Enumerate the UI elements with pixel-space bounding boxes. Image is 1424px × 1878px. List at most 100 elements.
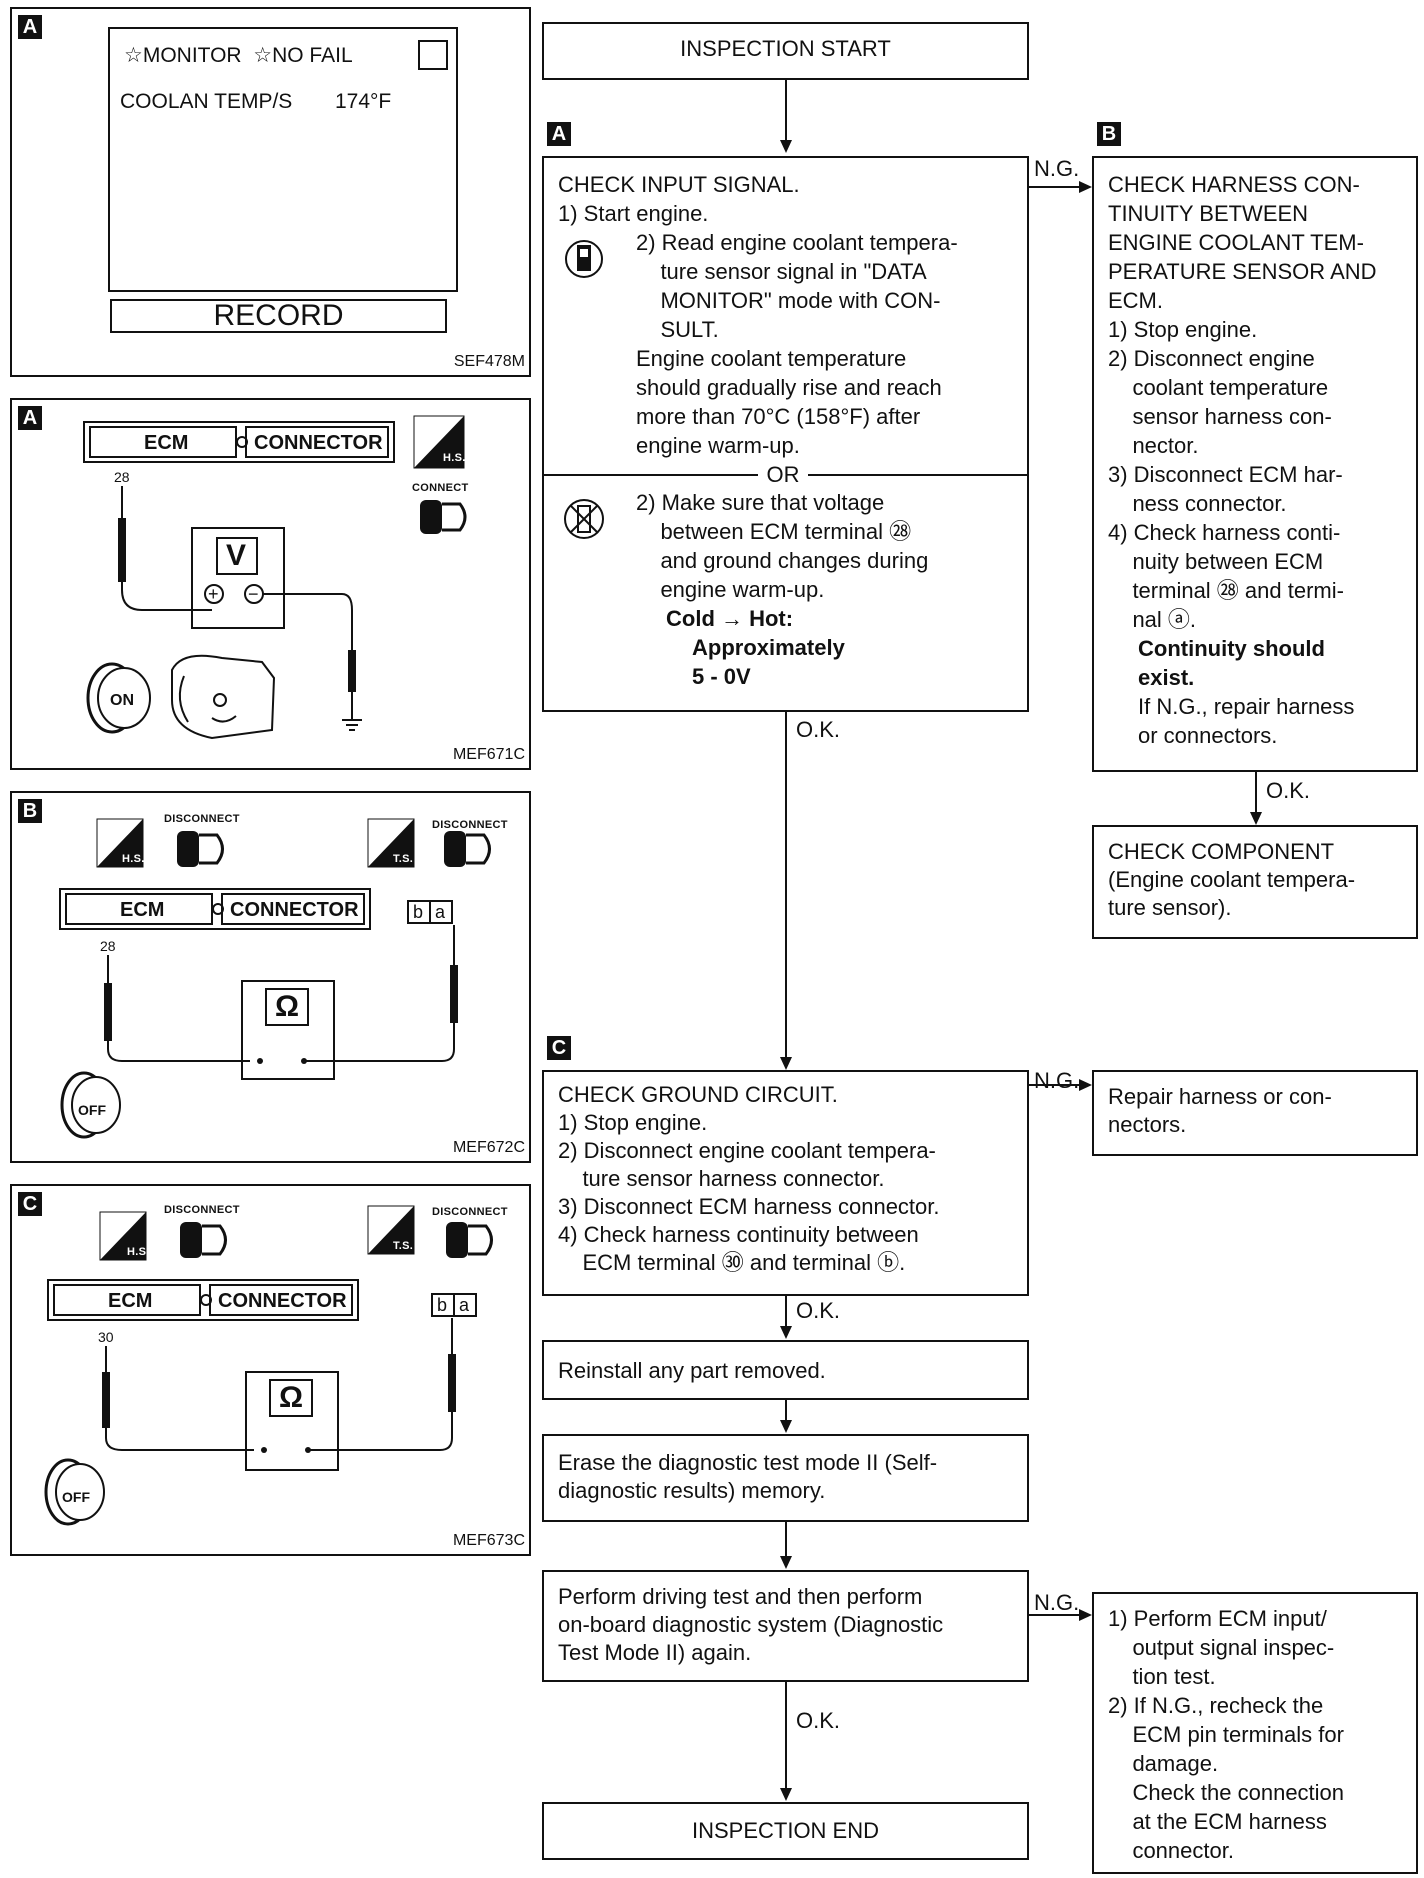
hs-label: H.S	[127, 1246, 147, 1258]
figure-code: MEF673C	[452, 1532, 525, 1549]
or-divider-right	[808, 474, 1027, 476]
arrow-down	[1250, 812, 1262, 825]
terminal-number: 30	[98, 1329, 114, 1345]
panel-tag-a: A	[18, 15, 42, 39]
or-label: OR	[766, 462, 800, 487]
arrow-down	[780, 1057, 792, 1070]
record-button[interactable]: RECORD	[110, 299, 447, 333]
reinstall-label: Reinstall any part removed.	[558, 1358, 826, 1383]
check-input-alt-line: 2) Make sure that voltage	[636, 490, 885, 515]
disconnect-label: DISCONNECT	[432, 819, 508, 831]
ohmmeter-symbol: Ω	[275, 990, 300, 1023]
check-input-result-line: engine warm-up.	[636, 433, 800, 458]
ecm-check-line: output signal inspec-	[1108, 1635, 1335, 1660]
harness-repair-line: If N.G., repair harness	[1138, 694, 1355, 719]
harness-line: ness connector.	[1108, 491, 1287, 516]
harness-line: nuity between ECM	[1108, 549, 1324, 574]
ecm-check-line: 1) Perform ECM input/	[1108, 1606, 1327, 1631]
repair-line: Repair harness or con-	[1108, 1084, 1332, 1109]
erase-line: Erase the diagnostic test mode II (Self-	[558, 1450, 938, 1475]
perform-line: Test Mode II) again.	[558, 1640, 752, 1665]
check-input-title: CHECK INPUT SIGNAL.	[558, 172, 800, 197]
connector-label: CONNECTOR	[218, 1290, 347, 1312]
disconnect-label: DISCONNECT	[432, 1206, 508, 1218]
harness-line: PERATURE SENSOR AND	[1108, 259, 1377, 284]
repair-harness-box: Repair harness or con- nectors.	[1092, 1070, 1418, 1156]
harness-line: CHECK HARNESS CON-	[1108, 172, 1360, 197]
ng-label: N.G.	[1034, 1068, 1080, 1093]
ground-line: 1) Stop engine.	[558, 1110, 708, 1135]
checkbox-icon	[418, 40, 448, 70]
ground-diagram	[44, 1205, 493, 1526]
ok-label: O.K.	[1266, 778, 1311, 803]
ecm-check-line: ECM pin terminals for	[1108, 1722, 1344, 1747]
harness-line: terminal ㉘ and termi-	[1108, 578, 1344, 603]
harness-line: sensor harness con-	[1108, 404, 1332, 429]
harness-line: TINUITY BETWEEN	[1108, 201, 1309, 226]
disconnect-label: DISCONNECT	[164, 1204, 240, 1216]
component-line: (Engine coolant tempera-	[1108, 867, 1356, 892]
ohmmeter-symbol: Ω	[279, 1381, 304, 1414]
harness-line: coolant temperature	[1108, 375, 1329, 400]
panel-tag-a: A	[18, 406, 42, 430]
ok-label: O.K.	[796, 717, 841, 742]
ts-label: T.S.	[393, 1240, 414, 1252]
check-input-result-line: Engine coolant temperature	[636, 346, 907, 371]
component-line: ture sensor).	[1108, 895, 1232, 920]
connector-line	[785, 1682, 787, 1790]
harness-line: nal ⓐ.	[1108, 607, 1197, 632]
exist-label: exist.	[1138, 665, 1195, 690]
harness-line: 2) Disconnect engine	[1108, 346, 1315, 371]
panel-tag-c: C	[18, 1192, 42, 1216]
connect-label: CONNECT	[412, 482, 469, 494]
arrow-down	[780, 140, 792, 153]
ts-label: T.S.	[393, 853, 414, 865]
ground-line: 4) Check harness continuity between	[558, 1222, 919, 1247]
minus-terminal: −	[248, 584, 259, 604]
harness-line: 1) Stop engine.	[1108, 317, 1258, 342]
connector-line	[785, 80, 787, 140]
connector-label: CONNECTOR	[230, 899, 359, 921]
monitor-header: ☆MONITOR ☆NO FAIL	[124, 44, 353, 67]
hs-label: H.S.	[443, 452, 466, 464]
repair-line: nectors.	[1108, 1112, 1187, 1137]
connector-line	[1029, 1614, 1079, 1616]
ground-line: ECM terminal ㉚ and terminal ⓑ.	[558, 1250, 906, 1275]
figure-code: SEF478M	[453, 353, 525, 370]
reinstall-box: Reinstall any part removed.	[542, 1340, 1029, 1400]
harness-line: ENGINE COOLANT TEM-	[1108, 230, 1364, 255]
ground-line: CHECK GROUND CIRCUIT.	[558, 1082, 838, 1107]
hs-label: H.S.	[122, 853, 145, 865]
connector-line	[785, 712, 787, 1057]
perform-line: on-board diagnostic system (Diagnostic	[558, 1612, 944, 1637]
terminal-number: 28	[100, 938, 116, 954]
harness-repair-line: or connectors.	[1138, 723, 1278, 748]
ng-label: N.G.	[1034, 156, 1080, 181]
pin-a-label: a	[459, 1295, 470, 1315]
voltage-range-label: 5 - 0V	[692, 664, 751, 689]
connector-label: CONNECTOR	[254, 432, 383, 454]
harness-line: 3) Disconnect ECM har-	[1108, 462, 1343, 487]
monitor-row-value: 174°F	[335, 90, 392, 113]
panel-b-continuity: B DISCONNECT DISCONNECT H.S. T.S. ECM CO…	[10, 791, 531, 1163]
voltage-diagram	[83, 415, 467, 740]
arrow-down	[780, 1788, 792, 1801]
panel-tag-b: B	[18, 799, 42, 823]
check-input-result-line: should gradually rise and reach	[636, 375, 942, 400]
panel-a-monitor: A ☆MONITOR ☆NO FAIL COOLAN TEMP/S 174°F …	[10, 7, 531, 377]
key-on-label: ON	[110, 692, 134, 709]
end-label: INSPECTION END	[691, 1818, 880, 1843]
key-off-label: OFF	[62, 1489, 90, 1505]
arrow-down	[780, 1556, 792, 1569]
perform-driving-test-box: Perform driving test and then perform on…	[542, 1570, 1029, 1682]
check-input-step2-line: ture sensor signal in "DATA	[636, 259, 927, 284]
terminal-number: 28	[114, 469, 130, 485]
panel-a-voltage: A ECM CONNECTOR H.S. CONNECT	[10, 398, 531, 770]
check-input-alt-line: between ECM terminal ㉘	[636, 519, 912, 544]
check-input-alt-line: engine warm-up.	[636, 577, 825, 602]
erase-memory-box: Erase the diagnostic test mode II (Self-…	[542, 1434, 1029, 1522]
cold-hot-label: Cold → Hot:	[666, 606, 794, 631]
ground-line: 3) Disconnect ECM harness connector.	[558, 1194, 940, 1219]
ecm-check-line: tion test.	[1108, 1664, 1216, 1689]
check-ground-box: CHECK GROUND CIRCUIT. 1) Stop engine. 2)…	[542, 1070, 1029, 1296]
